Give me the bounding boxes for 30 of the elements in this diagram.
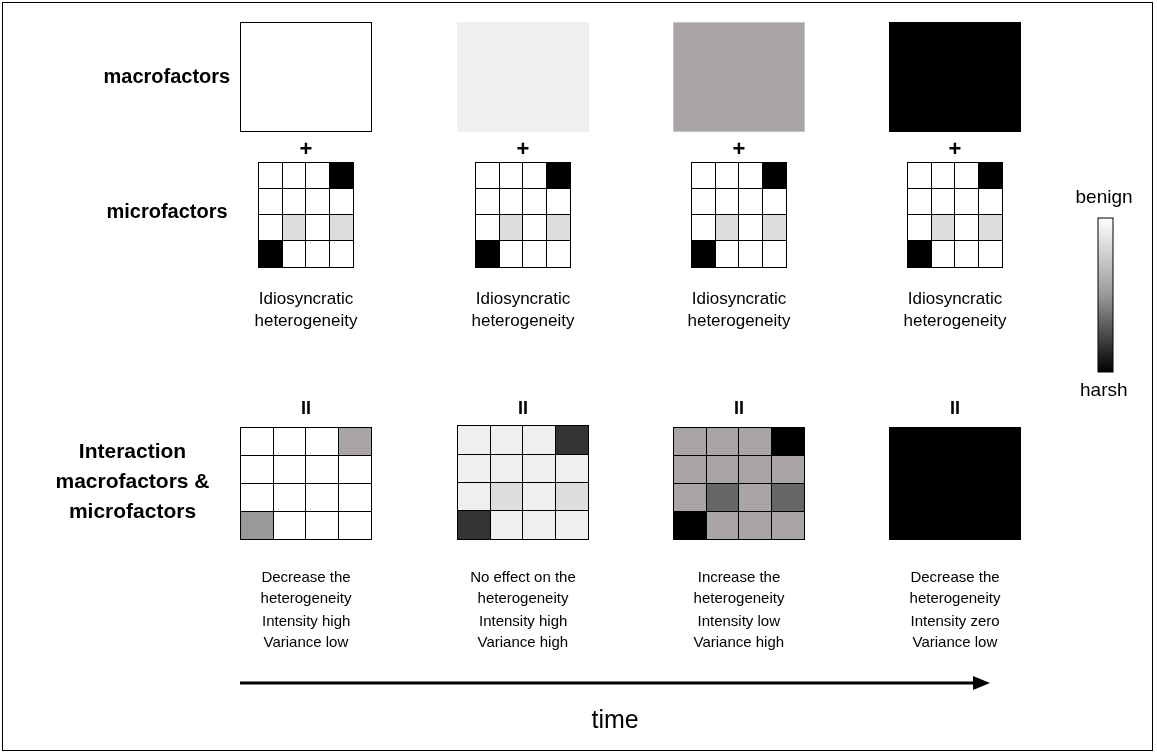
plus-sign: + — [516, 136, 530, 162]
effect-caption: Variance low — [912, 632, 998, 652]
effect-caption: Intensity zero — [910, 611, 1000, 631]
effect-caption: Variance high — [693, 632, 785, 652]
scale-label: harsh — [1080, 379, 1128, 401]
equals-sign: II — [950, 398, 960, 419]
effect-caption: No effect on the heterogeneity — [469, 567, 577, 608]
axis-label: time — [591, 705, 639, 734]
equals-sign: II — [734, 398, 744, 419]
effect-caption: Intensity high — [479, 611, 568, 631]
column-caption: Idiosyncratic heterogeneity — [470, 288, 576, 332]
scale-label: benign — [1075, 186, 1133, 208]
effect-caption: Intensity high — [262, 611, 351, 631]
plus-sign: + — [732, 136, 746, 162]
column-caption: Idiosyncratic heterogeneity — [902, 288, 1008, 332]
plus-sign: + — [948, 136, 962, 162]
effect-caption: Increase the heterogeneity — [692, 567, 786, 608]
effect-caption: Decrease the heterogeneity — [259, 567, 353, 608]
equals-sign: II — [301, 398, 311, 419]
plus-sign: + — [299, 136, 313, 162]
column-caption: Idiosyncratic heterogeneity — [253, 288, 359, 332]
effect-caption: Variance high — [477, 632, 569, 652]
column-caption: Idiosyncratic heterogeneity — [686, 288, 792, 332]
row-label: Interaction macrofactors & microfactors — [54, 438, 211, 524]
effect-caption: Decrease the heterogeneity — [908, 567, 1002, 608]
row-label: macrofactors — [103, 65, 231, 88]
row-label: microfactors — [106, 200, 228, 223]
effect-caption: Intensity low — [697, 611, 781, 631]
effect-caption: Variance low — [263, 632, 349, 652]
equals-sign: II — [518, 398, 528, 419]
